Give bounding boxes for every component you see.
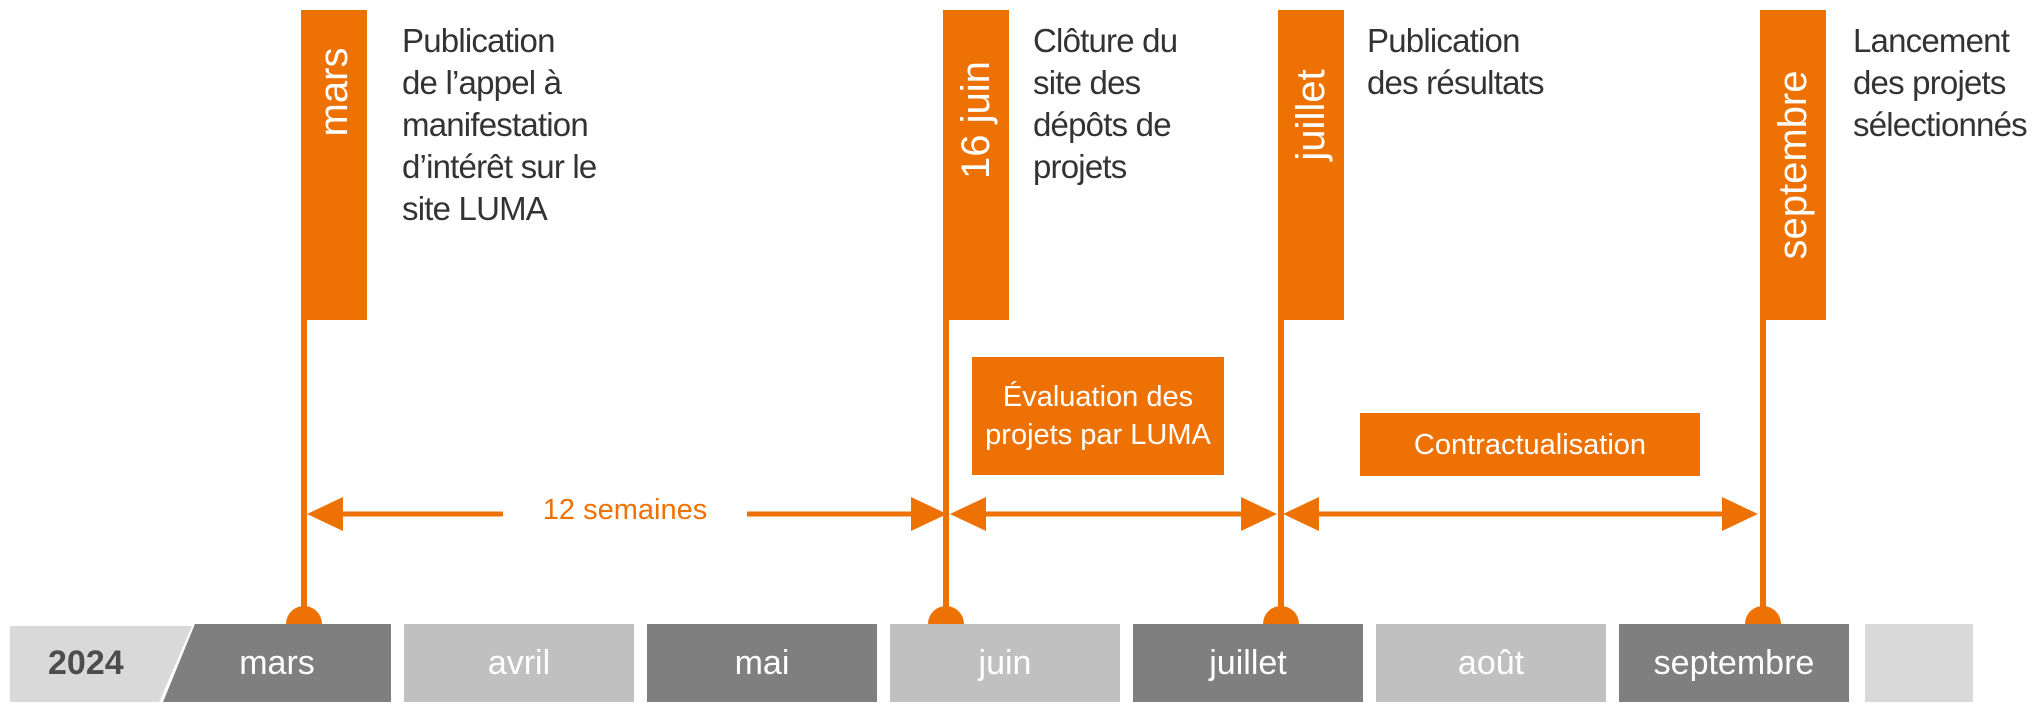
milestone-stem-16-juin xyxy=(943,320,949,622)
evaluation-arrow-head-right xyxy=(1241,497,1277,531)
phase-contractualisation: Contractualisation xyxy=(1360,413,1700,476)
month-cell-avril: avril xyxy=(404,624,634,702)
milestone-stem-mars xyxy=(301,320,307,622)
month-cell-septembre: septembre xyxy=(1619,624,1849,702)
month-cell-juillet: juillet xyxy=(1133,624,1363,702)
milestone-flag-juillet: juillet xyxy=(1278,10,1344,320)
milestone-date: 16 juin xyxy=(954,61,998,179)
contract-arrow-head-left xyxy=(1283,497,1319,531)
milestone-date: septembre xyxy=(1771,70,1815,260)
milestone-date: juillet xyxy=(1289,69,1333,161)
month-cell-mars: mars xyxy=(163,624,391,702)
contract-arrow-head-right xyxy=(1722,497,1758,531)
year-label: 2024 xyxy=(48,644,124,682)
year-cell xyxy=(10,626,192,702)
duration-arrow-head-right xyxy=(911,497,947,531)
month-cell-aout: août xyxy=(1376,624,1606,702)
month-cell-juin: juin xyxy=(890,624,1120,702)
milestone-stem-juillet xyxy=(1278,320,1284,622)
phase-evaluation: Évaluation des projets par LUMA xyxy=(972,357,1224,475)
milestone-description: Publication des résultats xyxy=(1367,22,1545,101)
milestone-stem-septembre xyxy=(1760,320,1766,622)
milestone-description: Lancement des projets sélectionnés xyxy=(1853,22,2028,143)
milestone-description: Publication de l’appel à manifestation d… xyxy=(402,22,597,227)
month-cell-tail xyxy=(1865,624,1973,702)
milestone-flag-mars: mars xyxy=(301,10,367,320)
milestone-description: Clôture du site des dépôts de projets xyxy=(1033,22,1178,185)
milestone-flag-16-juin: 16 juin xyxy=(943,10,1009,320)
duration-label: 12 semaines xyxy=(520,494,730,527)
duration-arrow-head-left xyxy=(307,497,343,531)
month-cell-mai: mai xyxy=(647,624,877,702)
evaluation-arrow-head-left xyxy=(950,497,986,531)
milestone-flag-septembre: septembre xyxy=(1760,10,1826,320)
milestone-date: mars xyxy=(312,47,356,137)
